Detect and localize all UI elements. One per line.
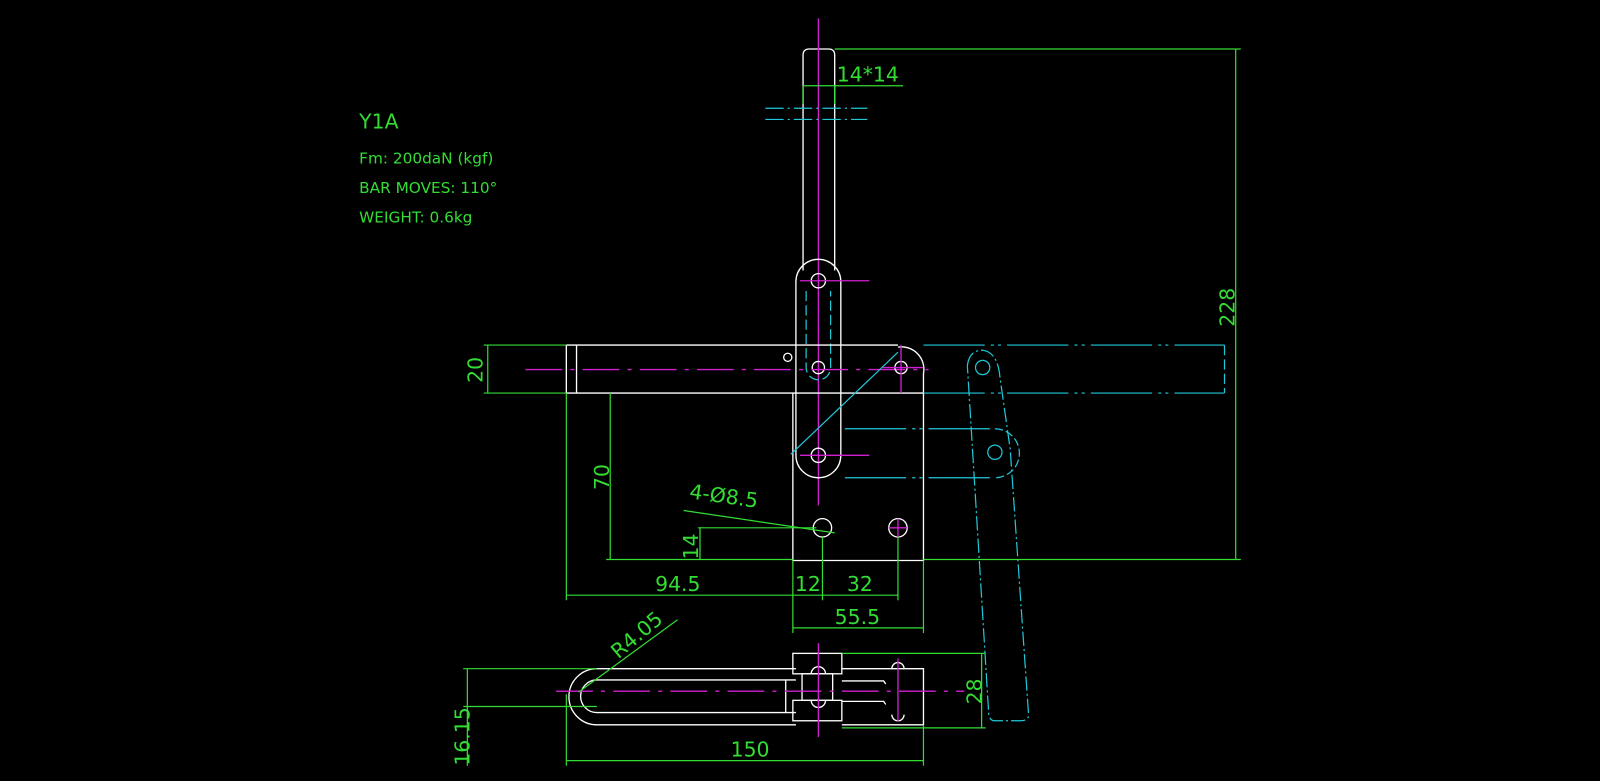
dim-32: 32 bbox=[847, 572, 873, 596]
clamp-width-dim: 28 bbox=[963, 678, 987, 704]
bar-section-dim: 14*14 bbox=[837, 63, 899, 87]
plan-view bbox=[556, 643, 965, 738]
overall-length-dim: 150 bbox=[731, 737, 770, 761]
dim-12: 12 bbox=[795, 572, 821, 596]
front-dimensions: 14*14 228 20 70 14 4-Ø8.5 94.5 12 32 55.… bbox=[464, 48, 1241, 633]
dim-94-5: 94.5 bbox=[655, 572, 700, 596]
force-spec: Fm: 200daN (kgf) bbox=[359, 149, 493, 167]
base-width-dim: 55.5 bbox=[835, 605, 880, 629]
alternate-position bbox=[790, 344, 1226, 722]
radius-dim: R4.05 bbox=[606, 607, 667, 664]
hidden-slot bbox=[805, 290, 832, 381]
rivet-icon bbox=[783, 352, 793, 363]
pivot-hole bbox=[811, 360, 826, 375]
plan-dimensions: 28 16.15 R4.05 150 bbox=[450, 607, 986, 766]
title-block: Y1A Fm: 200daN (kgf) BAR MOVES: 110° WEI… bbox=[358, 110, 497, 227]
model-name: Y1A bbox=[358, 110, 398, 134]
slot-width-dim: 16.15 bbox=[450, 707, 474, 765]
front-view bbox=[525, 18, 1226, 722]
holes-callout: 4-Ø8.5 bbox=[688, 479, 760, 512]
base-height-dim: 70 bbox=[590, 464, 614, 490]
bar-moves-spec: BAR MOVES: 110° bbox=[359, 179, 497, 197]
overall-height-dim: 228 bbox=[1216, 288, 1240, 327]
arm-outer-outline bbox=[568, 668, 796, 726]
weight-spec: WEIGHT: 0.6kg bbox=[359, 209, 472, 227]
clamp-cap bbox=[792, 699, 843, 722]
hole-offset-dim: 14 bbox=[679, 533, 703, 559]
arm-slot bbox=[579, 679, 796, 714]
clamp-cap bbox=[792, 652, 843, 675]
base-plate bbox=[792, 346, 925, 562]
arm-height-dim: 20 bbox=[464, 357, 488, 383]
